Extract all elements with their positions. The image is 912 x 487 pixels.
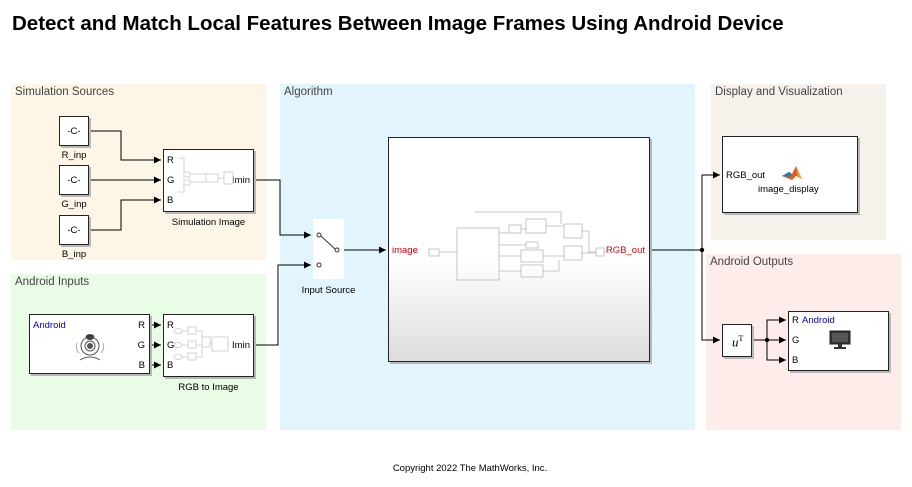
simulation-image-preview xyxy=(178,157,234,193)
simulation-image-block[interactable]: R G B Imin xyxy=(163,149,254,212)
algorithm-subsystem-block[interactable]: image RGB_out xyxy=(388,137,650,362)
rgb-port-b: B xyxy=(167,360,174,371)
wire-to-transpose xyxy=(701,250,720,344)
algorithm-port-image: image xyxy=(392,245,418,256)
constant-value-g: -C- xyxy=(67,175,81,186)
rgb-port-imin: Imin xyxy=(232,340,250,351)
rgb-to-image-label: RGB to Image xyxy=(178,382,239,393)
transpose-block[interactable]: uT xyxy=(722,324,752,357)
wire-r-inp xyxy=(91,130,161,164)
simulation-image-label: Simulation Image xyxy=(171,217,246,228)
constant-label-g: G_inp xyxy=(61,199,87,210)
rgb-port-r: R xyxy=(167,320,174,331)
constant-label-b: B_inp xyxy=(61,249,87,260)
constant-block-b[interactable]: -C- xyxy=(59,215,89,245)
camera-port-r: R xyxy=(138,320,145,331)
display-port-g: G xyxy=(792,335,800,346)
constant-block-g[interactable]: -C- xyxy=(59,165,89,195)
wire-b-inp xyxy=(91,196,161,231)
transpose-u: u xyxy=(732,334,739,350)
wire-rgb-imin xyxy=(256,261,311,346)
page-title: Detect and Match Local Features Between … xyxy=(12,12,784,35)
area-label-android-inputs: Android Inputs xyxy=(15,276,90,288)
constant-label-r: R_inp xyxy=(61,150,87,161)
sim-port-r: R xyxy=(167,155,174,166)
area-label-simulation-sources: Simulation Sources xyxy=(15,86,115,98)
monitor-icon xyxy=(829,330,851,349)
sim-port-b: B xyxy=(167,195,174,206)
image-display-block[interactable]: RGB_out image_display xyxy=(722,136,858,213)
camera-port-g: G xyxy=(137,340,145,351)
wire-display-b xyxy=(766,340,786,364)
area-label-algorithm: Algorithm xyxy=(284,86,333,98)
wire-sim-imin xyxy=(256,179,311,239)
display-brand-label: Android xyxy=(802,315,835,326)
image-display-port-in: RGB_out xyxy=(726,170,766,181)
algorithm-port-rgb-out: RGB_out xyxy=(605,245,645,256)
constant-block-r[interactable]: -C- xyxy=(59,116,89,146)
rgb-to-image-preview xyxy=(173,326,229,361)
matlab-logo-icon xyxy=(782,166,802,180)
switch-icon xyxy=(316,232,340,268)
camera-port-b: B xyxy=(138,360,145,371)
display-port-r: R xyxy=(792,315,799,326)
area-label-android-outputs: Android Outputs xyxy=(710,256,794,268)
image-display-label: image_display xyxy=(758,184,819,195)
rgb-port-g: G xyxy=(167,340,175,351)
branch-point-transpose-out xyxy=(764,337,770,343)
copyright-notice: Copyright 2022 The MathWorks, Inc. xyxy=(392,463,548,474)
android-display-block[interactable]: R Android G B xyxy=(788,311,889,371)
transpose-symbol: uT xyxy=(732,334,743,350)
constant-value-b: -C- xyxy=(67,225,81,236)
input-source-label: Input Source xyxy=(301,285,356,296)
camera-icon xyxy=(75,334,105,361)
constant-value-r: -C- xyxy=(67,126,81,137)
wire-to-image-display xyxy=(701,171,720,250)
sim-port-g: G xyxy=(167,175,175,186)
sim-port-imin: Imin xyxy=(232,175,250,186)
camera-brand-label: Android xyxy=(33,320,66,331)
transpose-sup: T xyxy=(738,334,744,343)
display-port-b: B xyxy=(792,355,799,366)
algorithm-preview xyxy=(428,211,619,281)
android-camera-block[interactable]: Android R G B xyxy=(29,314,150,374)
area-label-display-visualization: Display and Visualization xyxy=(715,86,843,98)
input-source-switch[interactable] xyxy=(313,219,344,279)
wire-display-r xyxy=(766,316,786,340)
rgb-to-image-block[interactable]: R G B Imin xyxy=(163,314,254,377)
branch-point-algorithm-out xyxy=(699,247,705,253)
